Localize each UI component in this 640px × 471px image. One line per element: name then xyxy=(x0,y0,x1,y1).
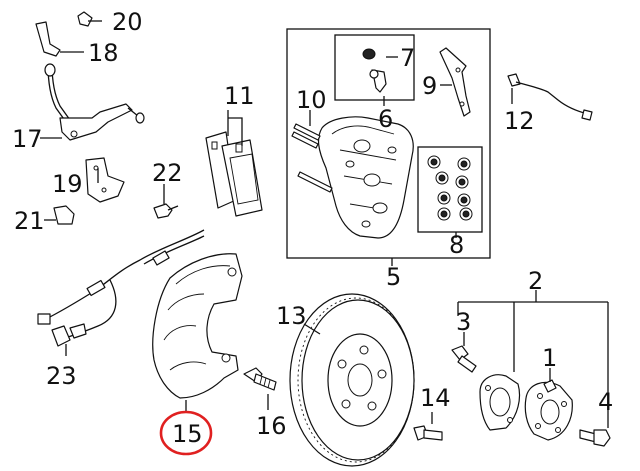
callout-21: 21 xyxy=(14,207,45,235)
highlight-circle xyxy=(159,410,213,456)
caliper-assembly-group xyxy=(286,28,491,259)
callout-22: 22 xyxy=(152,159,183,187)
guide-pins xyxy=(291,123,333,193)
wheel-bearing xyxy=(479,374,521,431)
callout-1: 1 xyxy=(542,344,557,372)
callout-16: 16 xyxy=(256,412,287,440)
wear-sensor xyxy=(507,73,593,121)
callout-10: 10 xyxy=(296,86,327,114)
callout-labels: 20 18 17 19 21 22 23 11 10 7 6 9 12 8 5 … xyxy=(12,8,613,448)
hub-bolt xyxy=(451,345,477,373)
leader-lines xyxy=(40,20,609,428)
callout-12: 12 xyxy=(504,107,535,135)
callout-20: 20 xyxy=(112,8,143,36)
bleeder-screw xyxy=(362,48,387,93)
caliper-assembly-box xyxy=(286,28,491,259)
callout-23: 23 xyxy=(46,362,77,390)
brake-caliper xyxy=(317,116,414,239)
abs-sensor-cable xyxy=(37,229,205,347)
brake-pads xyxy=(205,131,263,217)
wheel-hub xyxy=(524,379,573,441)
bleeder-kit-box xyxy=(334,34,415,101)
piston-seals xyxy=(427,155,473,221)
anti-rattle-clip xyxy=(439,47,471,117)
callout-9: 9 xyxy=(422,72,437,100)
callout-6: 6 xyxy=(378,105,393,133)
callout-7: 7 xyxy=(400,44,415,72)
callout-13: 13 xyxy=(276,302,307,330)
callout-8: 8 xyxy=(449,231,464,259)
callout-14: 14 xyxy=(420,384,451,412)
callout-4: 4 xyxy=(598,388,613,416)
callout-5: 5 xyxy=(386,263,401,291)
rotor-bolt xyxy=(413,425,443,441)
callout-2: 2 xyxy=(528,267,543,295)
callout-15: 15 xyxy=(172,420,203,448)
dust-shield xyxy=(152,253,243,399)
seal-kit-box xyxy=(417,146,483,233)
callout-3: 3 xyxy=(456,308,471,336)
callout-18: 18 xyxy=(88,39,119,67)
brake-rotor xyxy=(289,293,415,467)
callout-19: 19 xyxy=(52,170,83,198)
brake-hose-assembly xyxy=(35,11,145,141)
small-brackets xyxy=(53,157,179,225)
callout-17: 17 xyxy=(12,125,43,153)
shield-bolt xyxy=(243,367,277,391)
hub-mounting-bolt xyxy=(579,429,611,447)
callout-11: 11 xyxy=(224,82,255,110)
